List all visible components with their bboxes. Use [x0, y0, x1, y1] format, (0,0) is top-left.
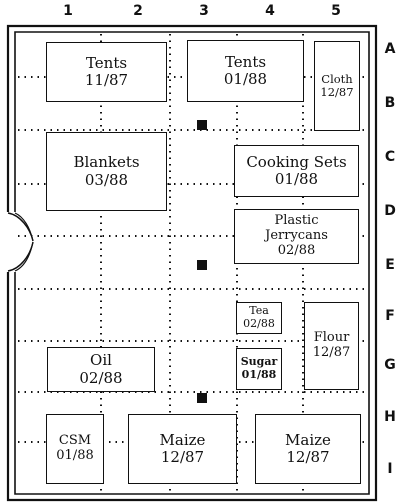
column-label-3: 3 — [199, 3, 209, 19]
storage-date: 03/88 — [84, 170, 129, 189]
storage-oil: Oil 02/88 — [47, 347, 155, 392]
row-label-b: B — [384, 95, 396, 111]
storage-date: 01/88 — [274, 170, 319, 188]
entrance-door-lower-inner — [14, 241, 34, 272]
row-label-f: F — [385, 308, 395, 324]
storage-sugar: Sugar 01/88 — [236, 348, 282, 390]
storage-label: Flour — [313, 330, 350, 346]
row-label-c: C — [384, 149, 396, 165]
storage-label: Cloth — [321, 71, 353, 86]
storage-tents-0188: Tents 01/88 — [187, 40, 304, 102]
storage-label: CSM — [58, 433, 92, 449]
entrance-door-upper-inner — [14, 212, 34, 242]
storage-date: 01/88 — [56, 448, 94, 463]
storage-label: Tents — [224, 52, 267, 71]
storage-flour: Flour 12/87 — [304, 302, 359, 390]
storage-maize-mid: Maize 12/87 — [128, 414, 237, 484]
storage-date: 02/88 — [243, 317, 275, 330]
row-label-e: E — [385, 257, 395, 273]
storage-cooking-sets: Cooking Sets 01/88 — [234, 145, 359, 197]
storage-blankets: Blankets 03/88 — [46, 132, 167, 211]
storage-csm: CSM 01/88 — [46, 414, 104, 484]
column-label-5: 5 — [331, 3, 341, 19]
column-label-4: 4 — [265, 3, 275, 19]
column-label-1: 1 — [63, 3, 73, 19]
storage-label: Maize — [159, 430, 206, 449]
storage-date: 12/87 — [286, 448, 330, 466]
storage-tea: Tea 02/88 — [236, 302, 282, 334]
row-label-a: A — [384, 41, 396, 57]
pillar-marker-1 — [197, 120, 207, 130]
column-label-2: 2 — [133, 3, 143, 19]
storage-label: Tents — [85, 53, 128, 72]
storage-label: Blankets — [73, 153, 140, 172]
storage-jerrycans: Plastic Jerrycans 02/88 — [234, 209, 359, 264]
storage-cloth: Cloth 12/87 — [314, 41, 360, 131]
storage-maize-right: Maize 12/87 — [255, 414, 361, 484]
storage-date: 12/87 — [312, 345, 351, 360]
storage-label: Maize — [285, 430, 331, 449]
storage-label: Oil — [90, 351, 112, 370]
storage-date: 12/87 — [160, 448, 205, 466]
storage-date: 01/88 — [241, 368, 277, 381]
row-label-g: G — [384, 357, 396, 373]
storage-date: 02/88 — [79, 368, 123, 387]
storage-date: 11/87 — [84, 71, 129, 89]
row-label-h: H — [384, 409, 396, 425]
pillar-marker-3 — [197, 393, 207, 403]
storage-date: 01/88 — [223, 70, 268, 88]
storage-label-2: Jerrycans — [265, 228, 328, 244]
inner-wall — [14, 31, 370, 495]
storage-date: 12/87 — [320, 85, 354, 99]
storage-label: Sugar — [240, 355, 278, 369]
outer-wall — [6, 24, 378, 502]
storage-tents-1187: Tents 11/87 — [46, 42, 167, 102]
row-label-d: D — [384, 203, 396, 219]
storage-label: Plastic — [274, 213, 319, 229]
pillar-marker-2 — [197, 260, 207, 270]
storage-label: Tea — [249, 304, 269, 318]
storage-date: 02/88 — [277, 242, 316, 258]
row-label-i: I — [387, 461, 393, 477]
entrance-door-lower — [7, 241, 34, 272]
storage-label: Cooking Sets — [246, 152, 347, 171]
